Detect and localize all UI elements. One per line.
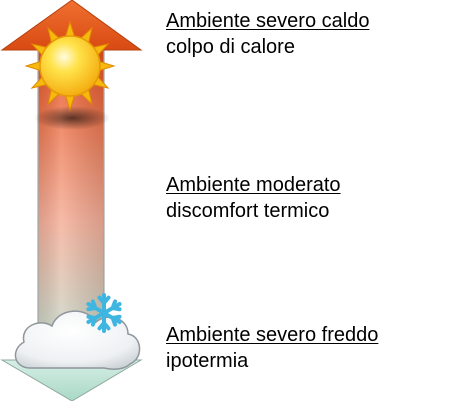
snowflake-arm (97, 293, 111, 315)
snowflake-arm (86, 299, 106, 315)
level-moderate: Ambiente moderato discomfort termico (166, 172, 341, 224)
snowflake-arm (97, 311, 111, 333)
snowflake-arm (86, 311, 106, 327)
snowflake-icon (86, 293, 122, 333)
sun-shadow (34, 106, 110, 130)
snow-cloud-icon (14, 293, 141, 370)
level-cold-title: Ambiente severo freddo (166, 324, 379, 346)
snowflake-arm (102, 311, 122, 327)
level-hot-title: Ambiente severo caldo (166, 10, 370, 32)
level-cold: Ambiente severo freddo ipotermia (166, 322, 378, 374)
level-moderate-desc: discomfort termico (166, 200, 330, 222)
temperature-scale-graphic (0, 0, 143, 401)
level-hot-desc: colpo di calore (166, 36, 295, 58)
sun-icon (24, 20, 116, 112)
level-moderate-title: Ambiente moderato (166, 174, 341, 196)
level-hot: Ambiente severo caldo colpo di calore (166, 8, 369, 60)
level-cold-desc: ipotermia (166, 350, 249, 372)
snowflake-arm (102, 299, 122, 315)
